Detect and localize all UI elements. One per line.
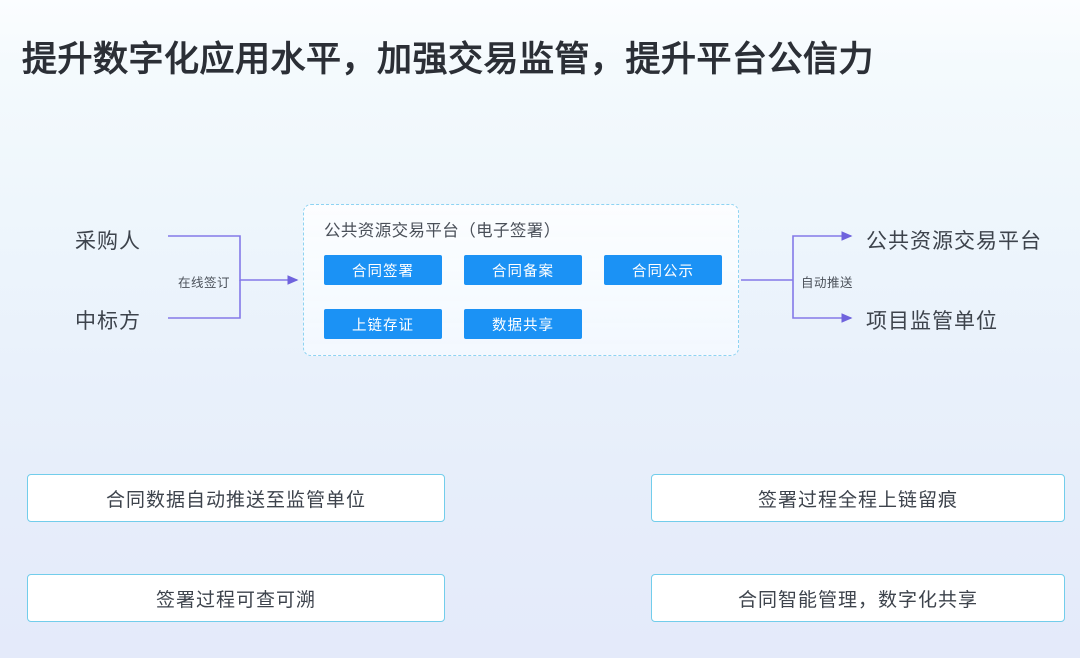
actor-winning-bidder: 中标方 [75, 310, 141, 333]
chip-contract-signing[interactable]: 合同签署 [324, 255, 442, 285]
edge-caption-auto-push: 自动推送 [801, 276, 854, 290]
benefit-box-traceable-signing: 签署过程可查可溯 [27, 574, 445, 622]
edge-caption-online-signing: 在线签订 [178, 276, 231, 290]
actor-buyer: 采购人 [75, 230, 141, 253]
chip-data-sharing[interactable]: 数据共享 [464, 309, 582, 339]
benefit-box-blockchain-trace: 签署过程全程上链留痕 [651, 474, 1065, 522]
chip-contract-publicity[interactable]: 合同公示 [604, 255, 722, 285]
chip-contract-filing[interactable]: 合同备案 [464, 255, 582, 285]
platform-panel-title: 公共资源交易平台（电子签署） [324, 222, 561, 240]
benefit-box-smart-management: 合同智能管理，数字化共享 [651, 574, 1065, 622]
platform-panel: 公共资源交易平台（电子签署） 合同签署 合同备案 合同公示 上链存证 数据共享 [303, 204, 739, 356]
chip-row-secondary: 上链存证 数据共享 [324, 309, 582, 339]
chip-blockchain-evidence[interactable]: 上链存证 [324, 309, 442, 339]
chip-row-primary: 合同签署 合同备案 合同公示 [324, 255, 722, 285]
page-title: 提升数字化应用水平，加强交易监管，提升平台公信力 [22, 40, 875, 79]
outcome-public-resource-platform: 公共资源交易平台 [866, 230, 1042, 253]
benefit-box-auto-push: 合同数据自动推送至监管单位 [27, 474, 445, 522]
flow-diagram: 采购人 中标方 在线签订 自动推送 公共资源交易平台（电子签署） 合同签署 合同… [0, 180, 1080, 380]
outcome-project-regulator: 项目监管单位 [866, 310, 998, 333]
